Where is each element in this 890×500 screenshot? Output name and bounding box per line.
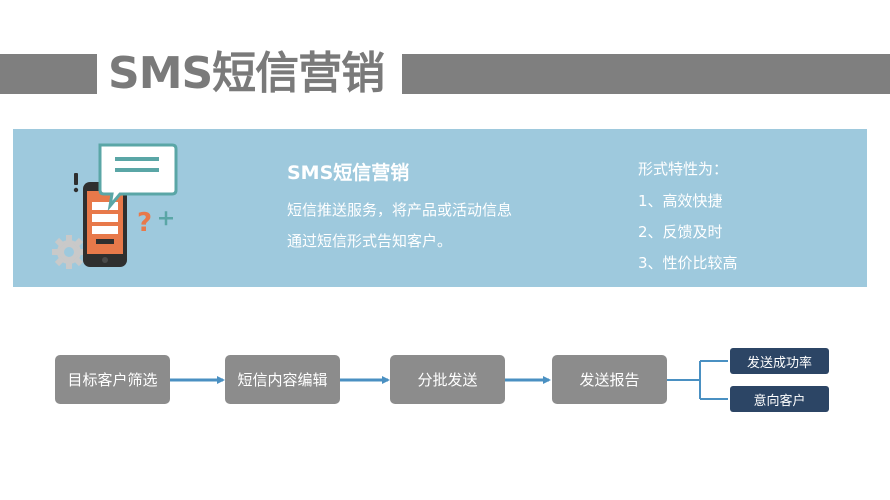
outcome-send-success-rate: 发送成功率 <box>730 348 829 374</box>
feature-item: 3、性价比较高 <box>638 254 738 272</box>
panel-description-line: 通过短信形式告知客户。 <box>287 232 453 250</box>
outcome-intended-customers: 意向客户 <box>730 386 829 412</box>
branch-connector <box>667 360 728 400</box>
smartphone-icon <box>83 182 127 267</box>
feature-item: 2、反馈及时 <box>638 223 723 241</box>
flow-step-sms-content-editing: 短信内容编辑 <box>225 355 340 404</box>
plus-icon <box>159 211 173 226</box>
flow-step-batch-sending: 分批发送 <box>390 355 505 404</box>
features-title: 形式特性为： <box>638 160 729 178</box>
flow-step-target-customer-screening: 目标客户筛选 <box>55 355 170 404</box>
flow-step-send-report: 发送报告 <box>552 355 667 404</box>
panel-heading: SMS短信营销 <box>287 162 410 184</box>
sms-illustration: ? <box>52 143 178 269</box>
page-title: SMS短信营销 <box>108 48 385 99</box>
question-mark-icon: ? <box>137 208 152 238</box>
chat-bubble-icon <box>98 143 178 212</box>
feature-item: 1、高效快捷 <box>638 192 723 210</box>
title-bar-left <box>0 54 97 94</box>
title-bar-right <box>402 54 890 94</box>
panel-description-line: 短信推送服务，将产品或活动信息 <box>287 201 513 219</box>
exclamation-icon <box>73 173 79 193</box>
gear-icon <box>52 235 86 269</box>
